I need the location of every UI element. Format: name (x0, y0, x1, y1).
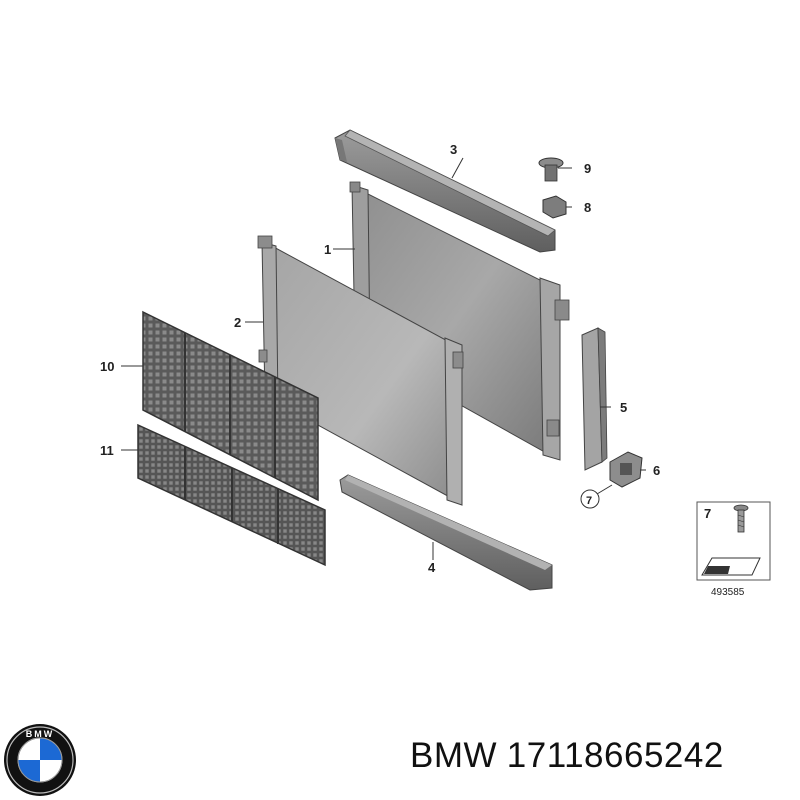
callout-7-circle: 7 (580, 489, 600, 509)
panel-arrow-icon (701, 557, 761, 576)
screw-icon (733, 504, 749, 533)
callout-2: 2 (234, 315, 241, 330)
callout-3: 3 (450, 142, 457, 157)
bracket (609, 451, 643, 488)
callout-10: 10 (100, 359, 114, 374)
upper-air-duct (334, 129, 556, 253)
side-air-guide (581, 327, 608, 471)
callout-11: 11 (100, 443, 114, 458)
bmw-logo-text: BMW (26, 729, 55, 739)
lower-grille (137, 423, 326, 567)
leader-lines (121, 157, 646, 560)
callout-7: 7 (586, 495, 592, 507)
upper-grille (142, 310, 319, 502)
brand-name: BMW (410, 736, 498, 775)
part-number: 17118665242 (506, 736, 724, 775)
lower-air-duct (339, 474, 553, 591)
expanding-rivet (538, 157, 564, 182)
callout-6: 6 (653, 463, 660, 478)
front-radiator (257, 235, 464, 506)
callout-4: 4 (428, 560, 436, 575)
bmw-logo: BMW (4, 724, 76, 796)
legend-box: 7 (696, 501, 771, 581)
part-caption: BMW 17118665242 (410, 736, 724, 776)
callout-1: 1 (324, 242, 331, 257)
legend-box-number: 7 (704, 506, 711, 521)
callout-9: 9 (584, 161, 591, 176)
callout-5: 5 (620, 400, 627, 415)
diagram-reference-number: 493585 (711, 587, 745, 598)
callout-8: 8 (584, 200, 591, 215)
clip (542, 195, 567, 219)
